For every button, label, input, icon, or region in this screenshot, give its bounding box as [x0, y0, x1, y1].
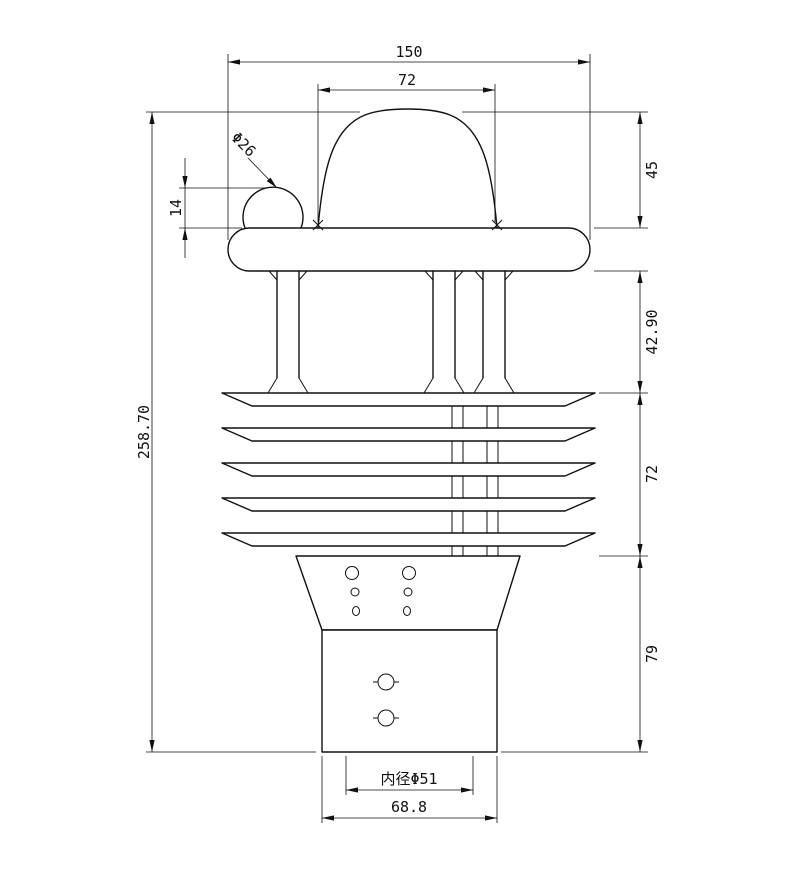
- dimension-base-height: 79: [501, 556, 661, 753]
- dim-label-total-height: 258.70: [135, 405, 153, 459]
- dimension-bottom-width: 68.8: [321, 756, 498, 823]
- dome-base-ticks: [312, 219, 503, 231]
- dimension-pillar-height: 42.90: [594, 270, 661, 394]
- louver-plate: [221, 462, 596, 477]
- funnel-section: [295, 555, 521, 631]
- dim-label-dome-height: 45: [643, 161, 661, 179]
- dim-label-inner-diameter: 内径Φ51: [380, 770, 437, 788]
- dimension-small-dome-height: 14: [167, 158, 268, 258]
- dim-label-small-dome-diameter: Φ26: [228, 129, 260, 161]
- dim-label-top-width: 150: [395, 43, 422, 61]
- dimension-top-width: 150: [227, 43, 591, 240]
- dimension-dome-width: 72: [317, 71, 496, 222]
- louver-plate: [221, 427, 596, 442]
- big-dome: [317, 108, 498, 229]
- dim-label-base-height: 79: [643, 645, 661, 663]
- support-pillars: [267, 270, 515, 394]
- louver-plate: [221, 532, 596, 547]
- dim-label-louver-height: 72: [643, 465, 661, 483]
- dim-label-bottom-width: 68.8: [391, 798, 427, 816]
- dimension-louver-height: 72: [599, 393, 661, 557]
- dimension-small-dome-diameter: Φ26: [228, 129, 278, 189]
- dimension-dome-height: 45: [462, 111, 661, 229]
- louver-plate: [221, 392, 596, 407]
- louver-plate: [221, 497, 596, 512]
- dim-label-pillar-height: 42.90: [643, 309, 661, 354]
- dimension-total-height: 258.70: [135, 111, 360, 753]
- mounting-tube: [321, 629, 498, 753]
- dim-label-dome-width: 72: [398, 71, 416, 89]
- small-dome: [242, 186, 304, 229]
- louver-stack: [221, 392, 596, 556]
- dim-label-small-dome-height: 14: [167, 199, 185, 217]
- dimension-inner-diameter: 内径Φ51: [345, 756, 474, 795]
- top-cap: [227, 227, 591, 272]
